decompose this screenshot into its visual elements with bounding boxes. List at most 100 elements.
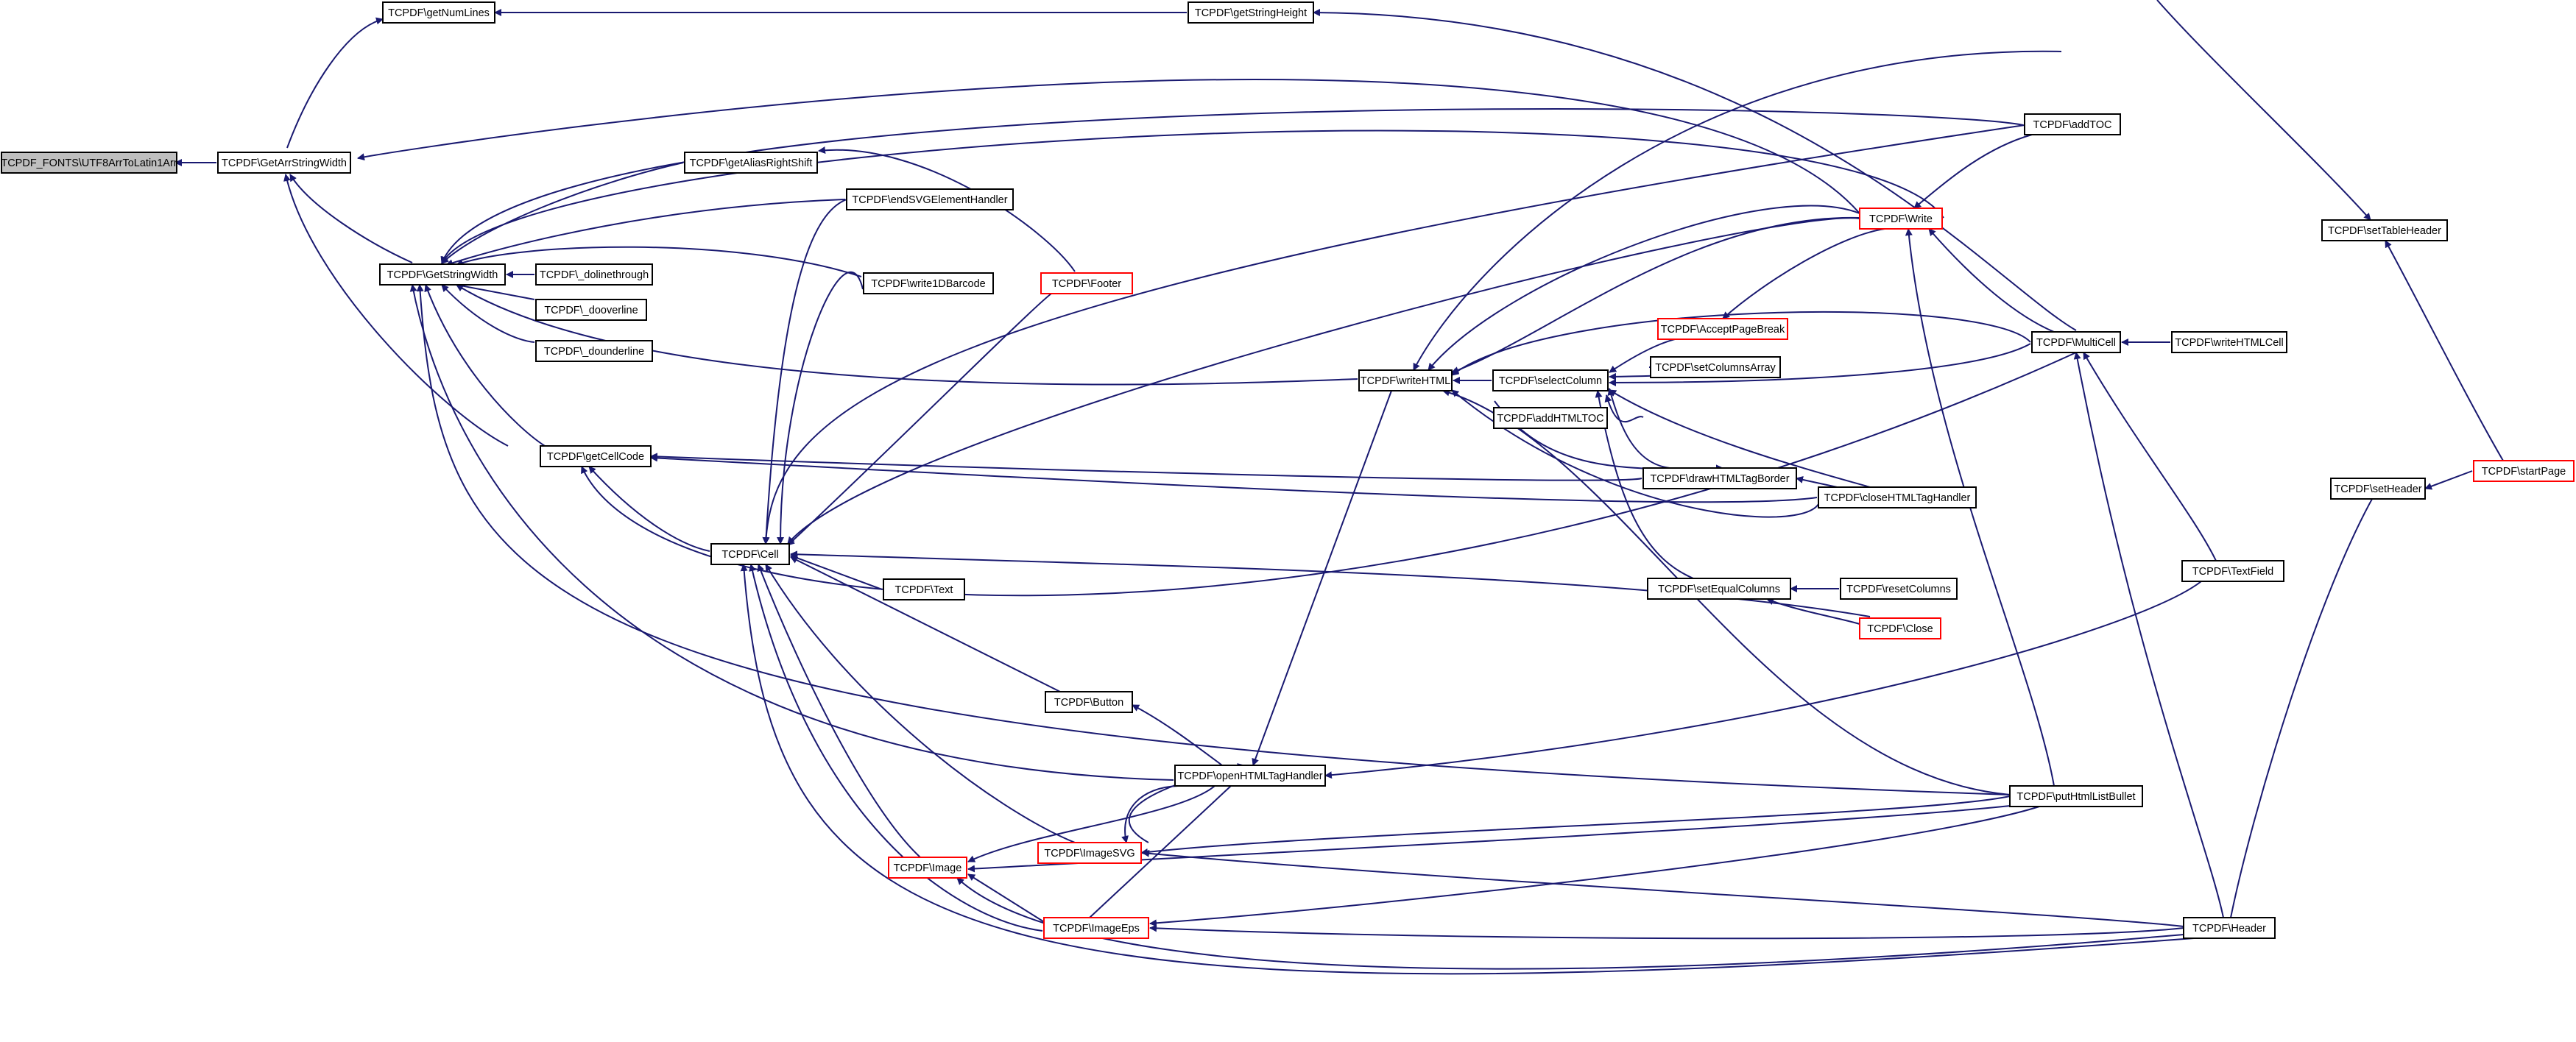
call-edge	[1324, 581, 2202, 779]
call-edge	[762, 199, 847, 545]
node-getstrwidth[interactable]: TCPDF\GetStringWidth	[379, 263, 506, 286]
node-label: TCPDF\setColumnsArray	[1655, 362, 1776, 374]
node-label: TCPDF\drawHTMLTagBorder	[1650, 473, 1789, 485]
node-box	[2330, 478, 2426, 500]
node-box	[1040, 272, 1133, 294]
call-edge	[762, 124, 2025, 545]
node-label: TCPDF\resetColumns	[1846, 584, 1951, 595]
node-close[interactable]: TCPDF\Close	[1859, 617, 1941, 639]
node-drawborder[interactable]: TCPDF\drawHTMLTagBorder	[1642, 467, 1797, 489]
node-box	[1045, 691, 1133, 713]
node-text[interactable]: TCPDF\Text	[883, 578, 965, 600]
node-addhtmltoc[interactable]: TCPDF\addHTMLTOC	[1493, 407, 1608, 429]
call-edge	[445, 199, 846, 267]
node-settableheader[interactable]: TCPDF\setTableHeader	[2321, 219, 2448, 241]
node-label: TCPDF\selectColumn	[1499, 375, 1602, 387]
call-edge	[1607, 388, 1670, 469]
call-edge	[1442, 389, 2011, 795]
node-setheader[interactable]: TCPDF\setHeader	[2330, 478, 2426, 500]
node-dolinethrough[interactable]: TCPDF\_dolinethrough	[535, 263, 653, 286]
node-cell[interactable]: TCPDF\Cell	[710, 543, 790, 565]
node-selectcolumn[interactable]: TCPDF\selectColumn	[1492, 369, 1609, 391]
node-label: TCPDF\Close	[1867, 623, 1933, 635]
node-box	[846, 188, 1014, 210]
node-label: TCPDF\_dounderline	[544, 346, 644, 358]
call-edge	[2230, 488, 2379, 918]
node-getcellcode[interactable]: TCPDF\getCellCode	[540, 445, 652, 467]
node-writehtmlcell[interactable]: TCPDF\writeHTMLCell	[2171, 331, 2287, 353]
node-box	[379, 263, 506, 286]
node-setequal[interactable]: TCPDF\setEqualColumns	[1647, 578, 1791, 600]
node-label: TCPDF\getStringHeight	[1195, 7, 1307, 19]
node-button[interactable]: TCPDF\Button	[1045, 691, 1133, 713]
node-label: TCPDF\Cell	[721, 549, 778, 561]
node-label: TCPDF\_dooverline	[544, 305, 638, 316]
node-label: TCPDF\Write	[1869, 213, 1933, 225]
node-label: TCPDF\setEqualColumns	[1658, 584, 1780, 595]
node-box	[684, 152, 818, 174]
node-label: TCPDF\Text	[895, 584, 953, 596]
node-box	[2031, 331, 2121, 353]
node-imagesvg[interactable]: TCPDF\ImageSVG	[1037, 842, 1142, 864]
node-box	[2183, 917, 2276, 939]
node-write[interactable]: TCPDF\Write	[1859, 208, 1943, 230]
call-edge	[790, 556, 1061, 692]
call-edge	[1428, 205, 1860, 371]
node-box	[883, 578, 965, 600]
node-label: TCPDF\addTOC	[2033, 119, 2112, 131]
node-label: TCPDF\write1DBarcode	[871, 278, 986, 290]
node-textfield[interactable]: TCPDF\TextField	[2181, 560, 2284, 582]
node-write1d[interactable]: TCPDF\write1DBarcode	[863, 272, 994, 294]
node-puthtmlbullet[interactable]: TCPDF\putHtmlListBullet	[2009, 785, 2143, 807]
node-label: TCPDF\Footer	[1052, 278, 1121, 290]
call-edge	[1313, 9, 2077, 331]
node-label: TCPDF\openHTMLTagHandler	[1177, 770, 1322, 782]
node-dooverline[interactable]: TCPDF\_dooverline	[535, 299, 647, 321]
call-edge	[286, 17, 384, 149]
node-resetcol[interactable]: TCPDF\resetColumns	[1840, 578, 1958, 600]
call-edge	[1413, 50, 2062, 371]
node-label: TCPDF\addHTMLTOC	[1497, 413, 1603, 425]
node-label: TCPDF\setHeader	[2334, 483, 2421, 495]
node-multicell[interactable]: TCPDF\MultiCell	[2031, 331, 2121, 353]
call-edge	[1928, 228, 2055, 333]
node-box	[382, 1, 495, 24]
node-header[interactable]: TCPDF\Header	[2183, 917, 2276, 939]
call-edge	[416, 284, 2011, 795]
node-writehtml[interactable]: TCPDF\writeHTML	[1358, 369, 1453, 391]
node-label: TCPDF\getCellCode	[547, 451, 644, 463]
call-edge	[441, 284, 535, 343]
node-image[interactable]: TCPDF\Image	[888, 857, 967, 879]
node-setcolarr[interactable]: TCPDF\setColumnsArray	[1650, 356, 1781, 378]
call-edge	[1121, 785, 1179, 843]
node-box	[2321, 219, 2448, 241]
call-edge	[424, 284, 546, 447]
node-imageeps[interactable]: TCPDF\ImageEps	[1043, 917, 1149, 939]
node-getstrheight[interactable]: TCPDF\getStringHeight	[1188, 1, 1314, 24]
node-openhtml[interactable]: TCPDF\openHTMLTagHandler	[1174, 765, 1326, 787]
node-startpage[interactable]: TCPDF\startPage	[2473, 460, 2575, 482]
call-edge	[650, 453, 1642, 481]
node-getnumlines[interactable]: TCPDF\getNumLines	[382, 1, 495, 24]
node-addtoc[interactable]: TCPDF\addTOC	[2024, 113, 2121, 135]
node-acceptpb[interactable]: TCPDF\AcceptPageBreak	[1657, 318, 1788, 340]
node-box	[1818, 486, 1977, 508]
node-box	[535, 263, 653, 286]
node-footer[interactable]: TCPDF\Footer	[1040, 272, 1133, 294]
call-edge	[740, 564, 2195, 975]
node-label: TCPDF\ImageSVG	[1044, 848, 1135, 860]
node-label: TCPDF\setTableHeader	[2328, 225, 2441, 237]
node-label: TCPDF\AcceptPageBreak	[1661, 324, 1785, 336]
call-edge	[2424, 470, 2473, 490]
node-label: TCPDF\GetStringWidth	[387, 269, 498, 281]
call-edge	[1722, 228, 1885, 319]
node-endsvg[interactable]: TCPDF\endSVGElementHandler	[846, 188, 1014, 210]
call-edge	[967, 873, 1046, 924]
node-closehtml[interactable]: TCPDF\closeHTMLTagHandler	[1818, 486, 1977, 508]
node-dounderline[interactable]: TCPDF\_dounderline	[535, 340, 653, 362]
call-edge	[588, 466, 710, 552]
node-getalias[interactable]: TCPDF\getAliasRightShift	[684, 152, 818, 174]
node-getarr[interactable]: TCPDF\GetArrStringWidth	[217, 152, 351, 174]
node-utf8[interactable]: TCPDF_FONTS\UTF8ArrToLatin1Arr	[1, 152, 177, 174]
